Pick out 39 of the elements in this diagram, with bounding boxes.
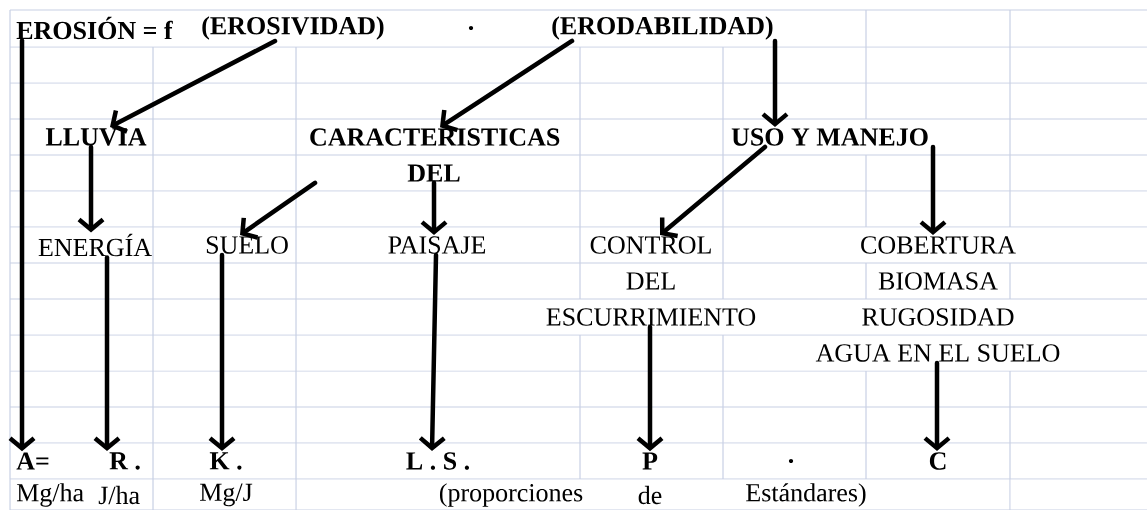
arrow — [919, 144, 947, 236]
heading-text: CARACTERISTICAS DEL — [310, 128, 560, 182]
term-text: CONTROL DEL ESCURRIMIENTO — [546, 236, 756, 326]
term-text: SUELO — [206, 236, 288, 254]
unit-text: J/ha — [98, 485, 140, 505]
title-text: (ERODABILIDAD) — [552, 16, 773, 40]
formula-term: P — [642, 452, 658, 470]
arrow — [636, 324, 664, 452]
dot-sign: . — [468, 25, 474, 31]
formula-term: L . S . — [406, 452, 469, 470]
formula-term: A= — [16, 452, 49, 470]
title-text: EROSIÓN = f — [16, 16, 173, 40]
heading-text: LLUVIA — [45, 128, 147, 146]
term-list: COBERTURA BIOMASA RUGOSIDAD AGUA EN EL SUELO — [815, 236, 1060, 362]
unit-text: Mg/J — [200, 483, 253, 507]
arrow — [659, 144, 768, 239]
term-text: ENERGÍA — [38, 233, 152, 257]
unit-text: Mg/ha — [16, 483, 84, 507]
arrow — [110, 38, 278, 134]
arrow — [208, 252, 236, 452]
term-text: PAISAJE — [388, 236, 486, 254]
unit-text: de — [638, 485, 662, 505]
arrow — [240, 180, 318, 240]
arrow — [93, 255, 121, 452]
arrow — [77, 144, 105, 233]
formula-term: R . — [109, 452, 140, 470]
arrow — [761, 38, 789, 128]
arrow — [420, 180, 448, 236]
arrow — [440, 38, 575, 133]
arrow — [418, 252, 446, 451]
unit-text: (proporciones — [439, 483, 583, 507]
heading-text: USO Y MANEJO — [731, 128, 928, 146]
arrow — [8, 38, 36, 452]
arrow — [923, 360, 951, 452]
formula-term: C — [929, 452, 946, 470]
unit-text: Estándares) — [746, 483, 866, 507]
title-text: (EROSIVIDAD) — [202, 16, 384, 40]
dot-sign: . — [788, 458, 794, 464]
formula-term: K . — [209, 452, 242, 470]
